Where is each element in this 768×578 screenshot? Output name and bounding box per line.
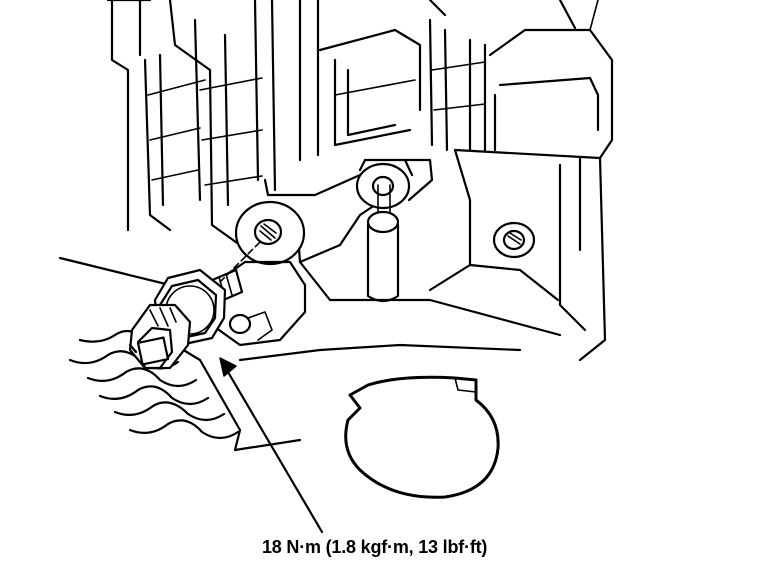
torque-spec-label: 18 N·m (1.8 kgf·m, 13 lbf·ft) [262,537,488,557]
block-lower-right [298,148,562,337]
block-lower-section [58,256,522,499]
engine-block-icon [106,0,614,362]
centerline [219,239,263,283]
leader-arrow-icon [219,357,324,534]
mounting-boss-icon [203,158,434,347]
dowel-pin-icon [366,184,400,303]
knock-sensor-icon [128,268,244,370]
